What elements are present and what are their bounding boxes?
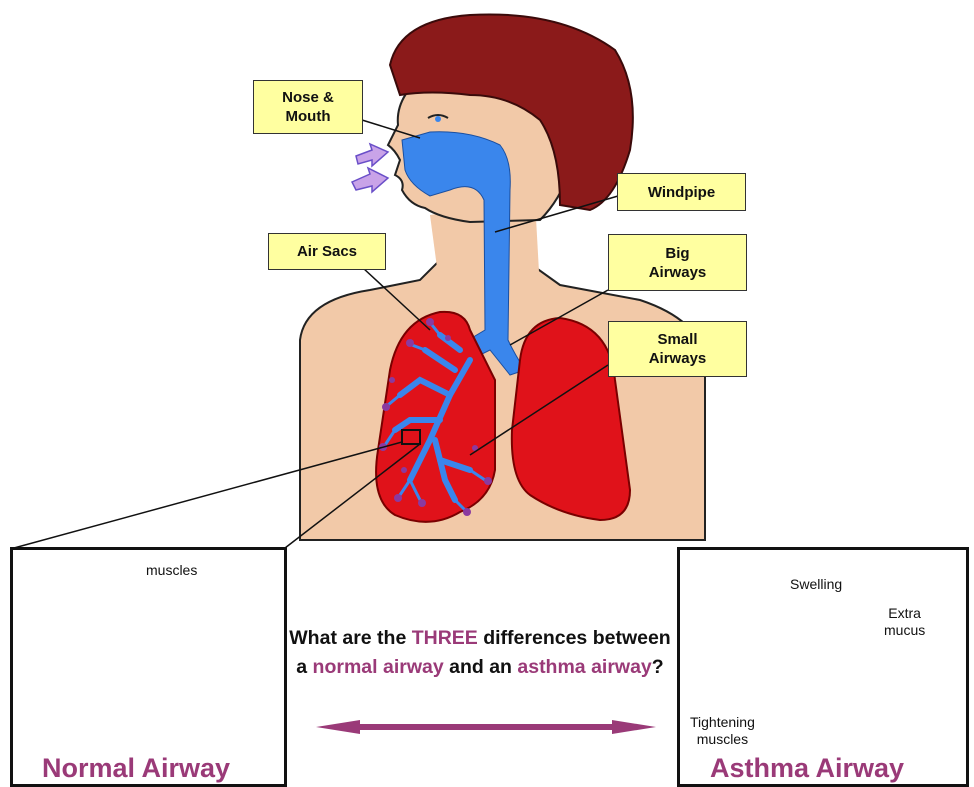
- question-highlight: normal airway: [313, 656, 444, 678]
- extra-mucus-label: Extra mucus: [884, 605, 925, 639]
- breath-arrow-icon: [356, 144, 388, 166]
- question-part: What are the: [289, 627, 411, 649]
- question-highlight: THREE: [412, 627, 478, 649]
- question-part: and an: [444, 656, 518, 678]
- question-text: What are the THREE differences between a…: [282, 624, 678, 682]
- swelling-label: Swelling: [790, 576, 842, 593]
- label-windpipe: Windpipe: [617, 173, 746, 211]
- eye-pupil: [435, 116, 441, 122]
- tightening-muscles-label: Tightening muscles: [690, 714, 755, 748]
- label-small-airways: Small Airways: [608, 321, 747, 377]
- normal-airway-panel: [10, 547, 287, 787]
- normal-airway-title: Normal Airway: [42, 753, 230, 784]
- double-arrow-icon: [316, 720, 656, 734]
- label-big-airways: Big Airways: [608, 234, 747, 291]
- label-air-sacs: Air Sacs: [268, 233, 386, 270]
- breath-arrow-icon: [352, 168, 388, 192]
- asthma-airway-title: Asthma Airway: [710, 753, 904, 784]
- question-part: ?: [652, 656, 664, 678]
- muscles-label: muscles: [146, 562, 197, 579]
- label-nose-mouth: Nose & Mouth: [253, 80, 363, 134]
- question-highlight: asthma airway: [517, 656, 651, 678]
